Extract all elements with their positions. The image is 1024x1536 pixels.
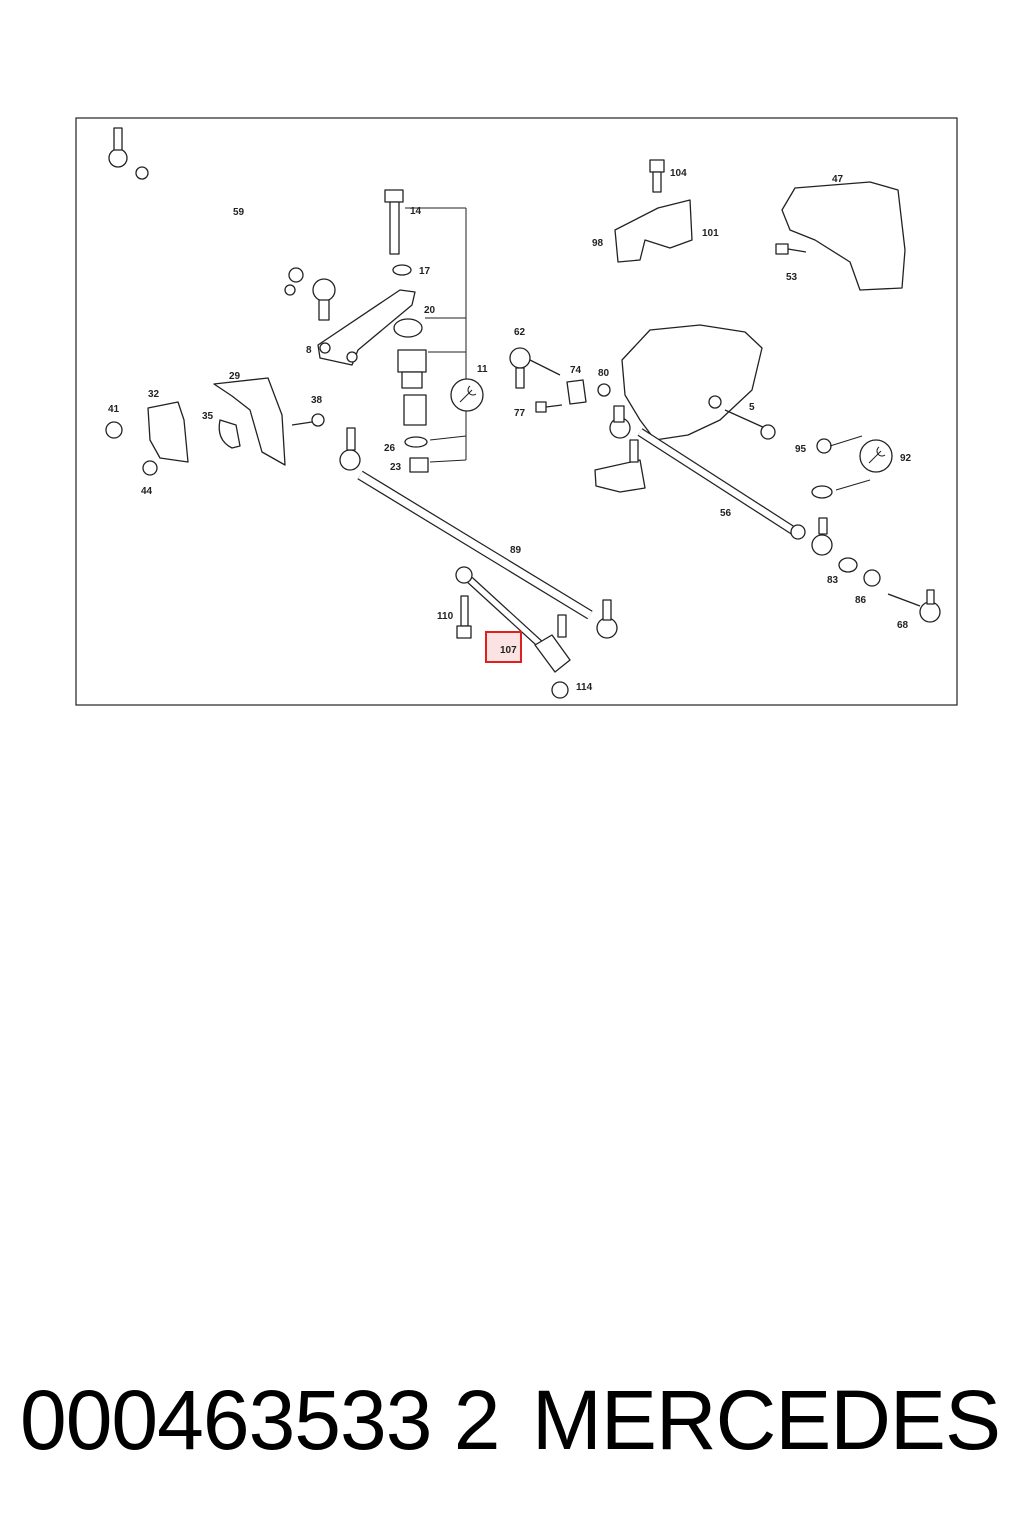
callout-104: 104: [670, 168, 687, 179]
callout-47: 47: [832, 174, 844, 185]
callout-35: 35: [202, 411, 214, 422]
part-56-tie-rod: [609, 405, 941, 623]
callout-83: 83: [827, 575, 839, 586]
brand-name: MERCEDES: [531, 1373, 1001, 1467]
callout-62: 62: [514, 327, 526, 338]
callout-8: 8: [306, 345, 312, 356]
callout-80: 80: [598, 368, 610, 379]
callout-14: 14: [410, 206, 422, 217]
callout-29: 29: [229, 371, 241, 382]
callout-114: 114: [576, 682, 593, 693]
callout-38: 38: [311, 395, 323, 406]
callout-44: 44: [141, 486, 153, 497]
callout-53: 53: [786, 272, 798, 283]
callout-11: 11: [477, 364, 488, 375]
part-89-drag-link: [339, 427, 618, 639]
part-59-tie-rod: [108, 127, 336, 321]
callout-74: 74: [570, 365, 582, 376]
callout-17: 17: [419, 266, 431, 277]
part-steering-box: [509, 324, 776, 493]
callout-95: 95: [795, 444, 807, 455]
callout-56: 56: [720, 508, 732, 519]
callout-77: 77: [514, 408, 526, 419]
callout-98: 98: [592, 238, 604, 249]
parts-diagram: 59 14 17 20 8 11 26 23 29 32 35 38 41 44…: [75, 117, 958, 706]
callout-86: 86: [855, 595, 867, 606]
highlight-box-107: [485, 631, 522, 663]
callout-41: 41: [108, 404, 120, 415]
callout-5: 5: [749, 402, 755, 413]
callout-89: 89: [510, 545, 522, 556]
callout-20: 20: [424, 305, 436, 316]
callout-labels: 59 14 17 20 8 11 26 23 29 32 35 38 41 44…: [108, 168, 912, 693]
part-upper-bracket: [614, 159, 693, 263]
callout-26: 26: [384, 443, 396, 454]
footer: 000463533 2 MERCEDES: [0, 1370, 1024, 1470]
part-bracket-group: [105, 377, 325, 476]
callout-92: 92: [900, 453, 912, 464]
callout-59: 59: [233, 207, 245, 218]
callout-110: 110: [437, 611, 454, 622]
part-idler-stack: [317, 189, 484, 473]
part-47-bracket: [775, 181, 906, 291]
callout-68: 68: [897, 620, 909, 631]
callout-101: 101: [702, 228, 719, 239]
callout-23: 23: [390, 462, 402, 473]
part-107-damper: [455, 566, 571, 699]
callout-32: 32: [148, 389, 160, 400]
callout-107: 107: [500, 645, 517, 656]
part-number: 000463533 2: [20, 1373, 501, 1467]
